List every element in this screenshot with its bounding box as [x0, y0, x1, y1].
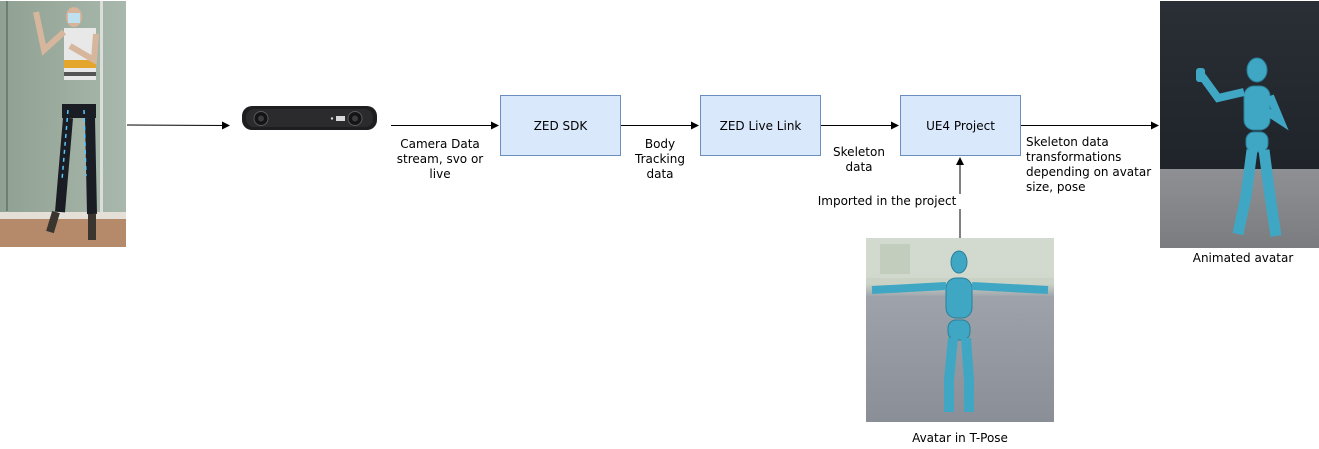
label-camera-data-line: live	[429, 167, 451, 181]
caption-tpose-avatar: Avatar in T-Pose	[866, 431, 1054, 446]
label-skeleton-data-line: Skeleton	[833, 145, 885, 159]
caption-animated-avatar-text: Animated avatar	[1192, 251, 1294, 265]
label-imported-text: Imported in the project	[817, 194, 957, 208]
node-zed-live-link: ZED Live Link	[700, 95, 821, 156]
label-skeleton-transformations: Skeleton data transformations depending …	[1026, 135, 1151, 195]
label-body-tracking-line: Body	[644, 137, 676, 151]
tpose-avatar-render	[866, 238, 1054, 422]
label-imported: Imported in the project	[812, 194, 962, 209]
label-skeleton-transformations-line: transformations	[1026, 150, 1122, 164]
label-body-tracking-line: data	[646, 167, 674, 181]
caption-animated-avatar: Animated avatar	[1160, 251, 1319, 266]
node-zed-live-link-label: ZED Live Link	[719, 118, 802, 133]
label-body-tracking: Body Tracking data	[628, 137, 692, 182]
caption-tpose-avatar-text: Avatar in T-Pose	[912, 431, 1008, 445]
node-zed-sdk-label: ZED SDK	[533, 118, 588, 133]
node-zed-sdk: ZED SDK	[500, 95, 621, 156]
label-skeleton-transformations-line: size, pose	[1026, 180, 1086, 194]
label-skeleton-data: Skeleton data	[826, 145, 892, 175]
label-camera-data: Camera Data stream, svo or live	[388, 137, 492, 182]
zed-camera	[242, 106, 377, 130]
label-skeleton-transformations-line: depending on avatar	[1026, 165, 1152, 179]
label-camera-data-line: stream, svo or	[396, 152, 484, 166]
animated-avatar-render	[1160, 1, 1319, 248]
node-ue4-project: UE4 Project	[900, 95, 1021, 156]
edge-photo-to-camera	[126, 121, 230, 130]
label-skeleton-transformations-line: Skeleton data	[1026, 135, 1109, 149]
label-camera-data-line: Camera Data	[400, 137, 480, 151]
label-body-tracking-line: Tracking	[635, 152, 685, 166]
label-skeleton-data-line: data	[845, 160, 873, 174]
node-ue4-project-label: UE4 Project	[926, 118, 995, 133]
